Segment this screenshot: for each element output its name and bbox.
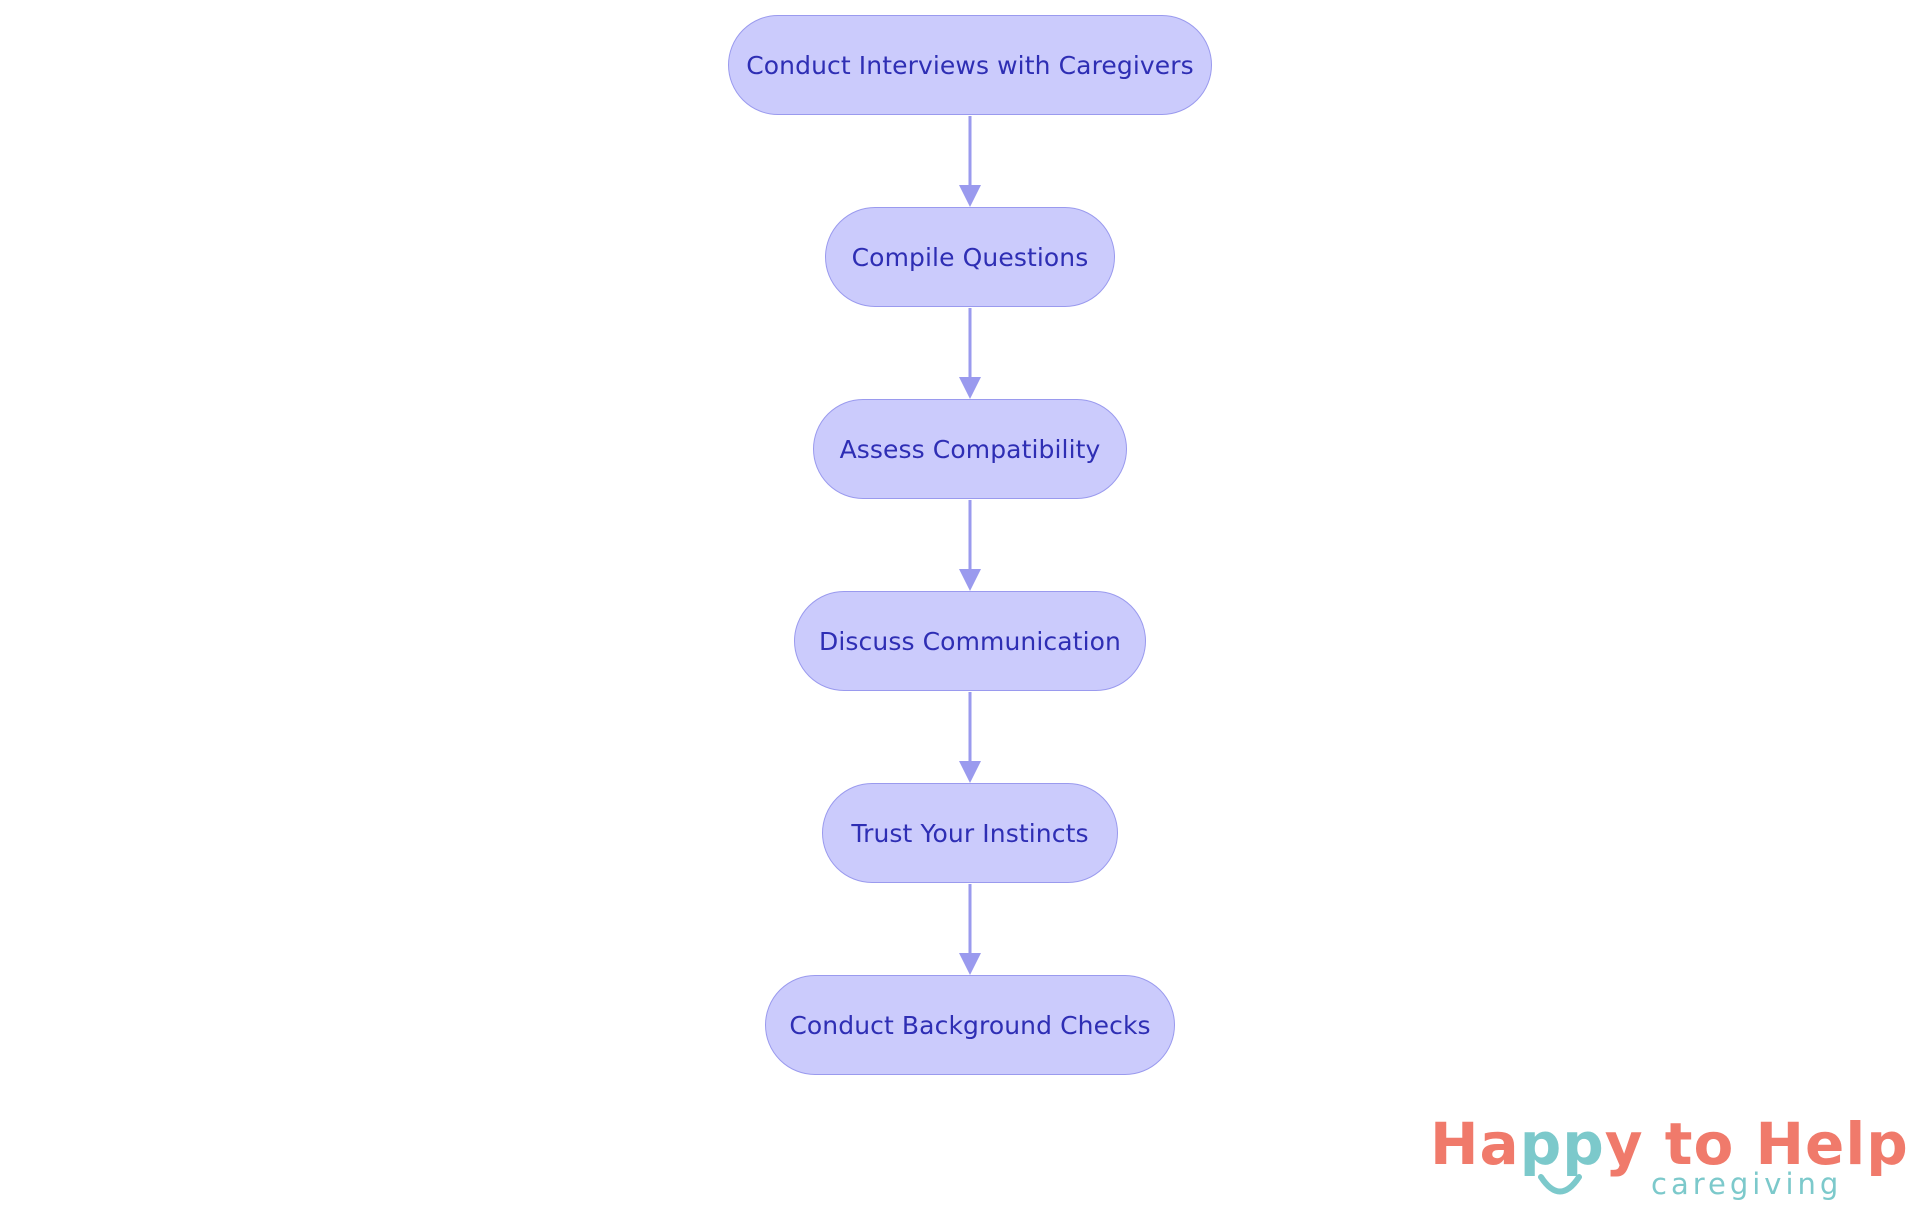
logo-tagline: caregiving (1651, 1167, 1843, 1201)
step-discuss-communication: Discuss Communication (794, 591, 1146, 691)
logo-word-part: y to Help (1604, 1110, 1909, 1178)
logo-word-part: Ha (1430, 1110, 1520, 1178)
connector-2 (959, 308, 981, 399)
step-assess-compatibility: Assess Compatibility (813, 399, 1127, 499)
arrowhead-icon (959, 761, 981, 783)
connector-3 (959, 500, 981, 591)
logo-word-part: pp (1519, 1110, 1605, 1178)
step-label: Assess Compatibility (839, 434, 1101, 464)
arrowhead-icon (959, 569, 981, 591)
step-label: Conduct Background Checks (789, 1010, 1151, 1040)
step-label: Compile Questions (851, 242, 1089, 272)
step-conduct-background-checks: Conduct Background Checks (765, 975, 1175, 1075)
step-trust-your-instincts: Trust Your Instincts (822, 783, 1118, 883)
step-conduct-interviews: Conduct Interviews with Caregivers (728, 15, 1212, 115)
brand-logo: Happy to Help caregiving (1430, 1110, 1908, 1205)
connector-5 (959, 884, 981, 975)
arrowhead-icon (959, 377, 981, 399)
connector-1 (959, 116, 981, 207)
logo-wordmark: Happy to Help (1430, 1110, 1909, 1178)
connector-4 (959, 692, 981, 783)
arrowhead-icon (959, 953, 981, 975)
arrowhead-icon (959, 185, 981, 207)
step-compile-questions: Compile Questions (825, 207, 1115, 307)
step-label: Conduct Interviews with Caregivers (746, 50, 1194, 80)
smile-icon (1538, 1174, 1582, 1195)
step-label: Discuss Communication (819, 626, 1121, 656)
step-label: Trust Your Instincts (851, 818, 1089, 848)
